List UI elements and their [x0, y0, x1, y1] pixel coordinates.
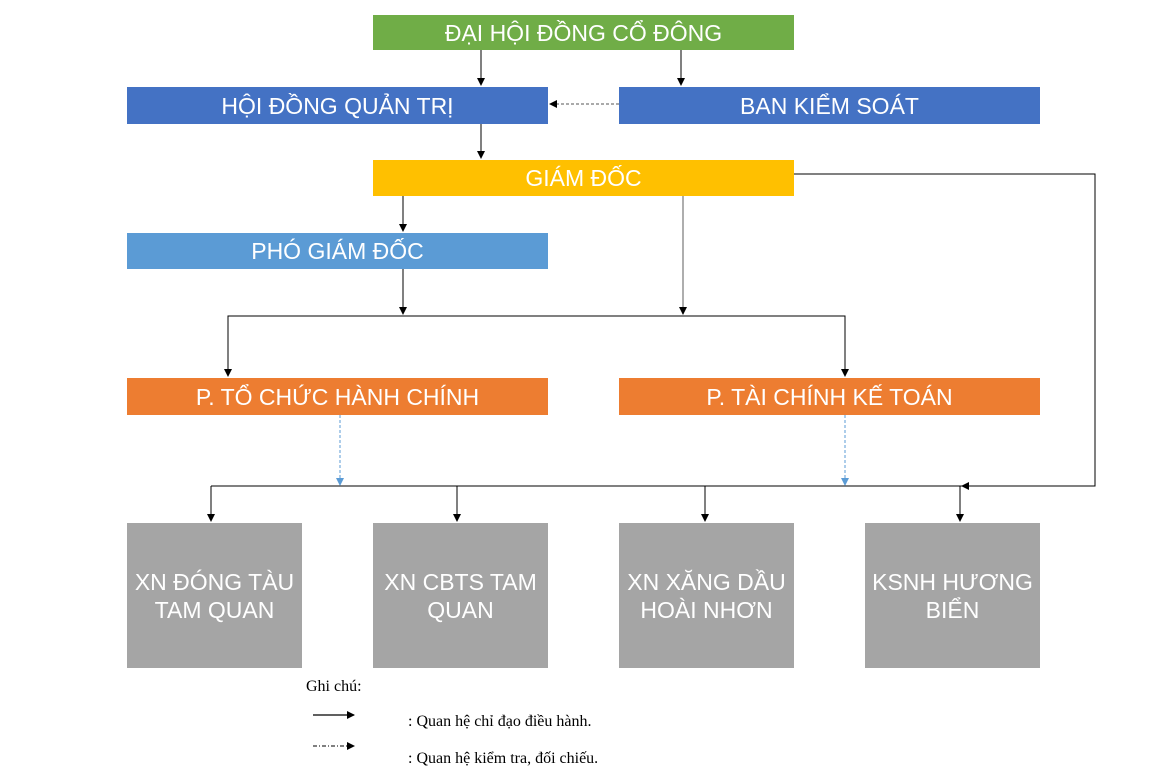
- node-label-line1: XN XĂNG DẦU: [627, 568, 786, 595]
- node-label: PHÓ GIÁM ĐỐC: [251, 238, 424, 264]
- arrow-director-to-units: [794, 173, 1096, 490]
- legend-item-solid: : Quan hệ chỉ đạo điều hành.: [408, 713, 592, 730]
- node-label: BAN KIỂM SOÁT: [740, 92, 919, 119]
- legend-item-dashdot: : Quan hệ kiểm tra, đối chiếu.: [408, 750, 599, 767]
- node-label-line2: HOÀI NHƠN: [640, 596, 773, 623]
- node-unit-shipbuilding[interactable]: XN ĐÓNG TÀU TAM QUAN: [127, 523, 302, 668]
- node-label-line1: XN CBTS TAM: [384, 568, 537, 595]
- node-finance-department[interactable]: P. TÀI CHÍNH KẾ TOÁN: [619, 378, 1040, 415]
- node-label: ĐẠI HỘI ĐỒNG CỔ ĐÔNG: [444, 19, 723, 46]
- node-label-line2: BIỂN: [925, 596, 980, 623]
- node-unit-petroleum[interactable]: XN XĂNG DẦU HOÀI NHƠN: [619, 523, 794, 668]
- node-label: P. TÀI CHÍNH KẾ TOÁN: [706, 383, 953, 410]
- node-deputy-director[interactable]: PHÓ GIÁM ĐỐC: [127, 233, 548, 269]
- node-admin-department[interactable]: P. TỔ CHỨC HÀNH CHÍNH: [127, 378, 548, 415]
- node-board[interactable]: HỘI ĐỒNG QUẢN TRỊ: [127, 87, 548, 124]
- node-shareholders[interactable]: ĐẠI HỘI ĐỒNG CỔ ĐÔNG: [373, 15, 794, 50]
- node-supervisory[interactable]: BAN KIỂM SOÁT: [619, 87, 1040, 124]
- node-label: HỘI ĐỒNG QUẢN TRỊ: [221, 92, 454, 119]
- node-label: P. TỔ CHỨC HÀNH CHÍNH: [195, 383, 480, 410]
- node-label-line1: KSNH HƯƠNG: [872, 568, 1033, 595]
- node-unit-hotel[interactable]: KSNH HƯƠNG BIỂN: [865, 523, 1040, 668]
- node-director[interactable]: GIÁM ĐỐC: [373, 160, 794, 196]
- node-label-line2: QUAN: [427, 596, 494, 623]
- dept-bus-left: [224, 315, 403, 377]
- node-label-line2: TAM QUAN: [154, 596, 275, 623]
- node-label: GIÁM ĐỐC: [525, 165, 642, 191]
- legend-title: Ghi chú:: [306, 678, 362, 695]
- node-label-line1: XN ĐÓNG TÀU: [134, 568, 295, 595]
- dept-bus-right: [403, 315, 849, 377]
- node-unit-seafood[interactable]: XN CBTS TAM QUAN: [373, 523, 548, 668]
